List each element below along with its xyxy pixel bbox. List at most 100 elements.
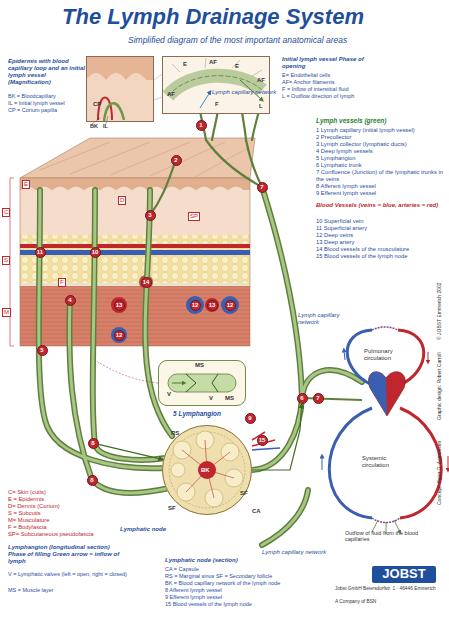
label-text: D= Dermis (Corium) bbox=[8, 503, 128, 510]
callout-circle: 12 bbox=[114, 330, 125, 341]
callout-number: 12 bbox=[192, 302, 199, 308]
label-text: 4 Deep lymph vessels bbox=[316, 148, 444, 155]
magnified-box: CP bbox=[86, 56, 154, 122]
part-letter: AF bbox=[167, 91, 175, 97]
label-text: Outflow of fluid from the blood capillar… bbox=[345, 530, 423, 543]
label-text: 8 Afferent lymph vessel bbox=[165, 587, 315, 593]
callout-number: 8 bbox=[90, 477, 93, 483]
label-text: V = Lymphatic valves (left = open, right… bbox=[8, 571, 153, 577]
callout-circle: 5 bbox=[37, 345, 48, 356]
label-text: BK = Blood capillary network of the lymp… bbox=[165, 580, 315, 586]
label-text: 5 Lymphangion bbox=[316, 155, 444, 162]
callout-circle: 12 bbox=[190, 300, 201, 311]
label-text: 8 Afferent lymph vessel bbox=[316, 183, 444, 190]
callout-number: 7 bbox=[260, 184, 263, 190]
label-text: L = Outflow direction of lymph bbox=[282, 93, 382, 99]
label-text: Lymph capillary network bbox=[298, 312, 346, 326]
lymph-flow-arrow bbox=[98, 444, 163, 459]
layer-tag: D bbox=[118, 196, 126, 205]
label-text: M= Musculature bbox=[8, 517, 128, 524]
part-letter: AF bbox=[209, 59, 217, 65]
label-text: 9 Efferent lymph vessel bbox=[316, 190, 444, 197]
diagram-title: The Lymph Drainage System bbox=[62, 4, 364, 30]
part-letter: E bbox=[183, 61, 187, 67]
inset-box: MSVVMS5 Lymphangion bbox=[158, 360, 246, 406]
label-text: A Company of BSN bbox=[335, 599, 445, 605]
label-text: CP = Corium papilla bbox=[8, 107, 88, 113]
logo: JOBST bbox=[372, 566, 436, 583]
label-text: Lymphangion (longitudinal section) Phase… bbox=[8, 544, 120, 565]
callout-number: 5 bbox=[40, 347, 43, 353]
callout-circle: 9 bbox=[245, 413, 256, 424]
part-letter: MS bbox=[225, 395, 234, 401]
callout-number: 14 bbox=[143, 279, 150, 285]
callout-number: 6 bbox=[300, 395, 303, 401]
part-letter: CP bbox=[93, 101, 101, 107]
label-text: RS bbox=[171, 430, 179, 437]
layer-tag: S bbox=[2, 256, 10, 265]
label-text: 15 Blood vessels of the lymph node bbox=[165, 601, 315, 607]
label-text: 15 Blood vessels of the lymph node bbox=[316, 253, 444, 260]
callout-number: 15 bbox=[259, 437, 266, 443]
part-letter: AF bbox=[257, 77, 265, 83]
callout-number: 11 bbox=[37, 249, 43, 255]
label-text: SF bbox=[240, 490, 248, 497]
callout-circle: 7 bbox=[313, 393, 324, 404]
label-text: 6 Lymphatic trunk bbox=[316, 162, 444, 169]
callout-number: 9 bbox=[248, 415, 251, 421]
credit-text: © JOBST Emmerich 2002 bbox=[437, 283, 443, 341]
label-text: AF= Anchor filaments bbox=[282, 79, 382, 85]
label-text: Lymphatic node (section) bbox=[165, 557, 275, 564]
label-text: Lymph capillary network bbox=[212, 89, 276, 96]
callout-circle: 10 bbox=[90, 247, 101, 258]
label-text: 1 Lymph capillary (initial lymph vessel) bbox=[316, 127, 444, 134]
callout-number: 12 bbox=[227, 302, 234, 308]
callout-circle: 2 bbox=[171, 155, 182, 166]
label-text: E = Epidermis bbox=[8, 496, 128, 503]
callout-circle: 6 bbox=[297, 393, 308, 404]
label-text: S = Subcutis bbox=[8, 510, 128, 517]
label-text: Initial lymph vessel Phase of opening bbox=[282, 56, 372, 70]
label-text: 7 Confluence (Junction) of the lymphatic… bbox=[316, 169, 444, 182]
layer-tag: M bbox=[2, 308, 11, 317]
part-letter: 5 Lymphangion bbox=[173, 411, 221, 418]
label-text: 13 Deep artery bbox=[316, 239, 444, 246]
part-letter: MS bbox=[195, 362, 204, 368]
label-text: IL bbox=[103, 123, 108, 129]
callout-number: 2 bbox=[174, 157, 177, 163]
callout-circle: 15 bbox=[257, 435, 268, 446]
label-text: RS = Marginal sinus SF = Secondary folli… bbox=[165, 573, 315, 579]
lymph-node-circle: BK bbox=[162, 425, 252, 515]
label-text: C= Skin (cutis) bbox=[8, 489, 128, 496]
callout-circle: 14 bbox=[141, 277, 152, 288]
lymph-flow-arrow bbox=[252, 404, 302, 471]
part-letter: E bbox=[235, 63, 239, 69]
callout-circle: 11 bbox=[35, 247, 46, 258]
label-text: Epidermis with blood capillary loop and … bbox=[8, 58, 88, 86]
label-text: IL = Initial lymph vessel bbox=[8, 100, 88, 106]
label-text: BK = Bloodcapillary bbox=[8, 93, 88, 99]
part-letter: V bbox=[167, 391, 171, 397]
label-text: CA bbox=[252, 508, 261, 515]
label-text: 9 Efferent lymph vessel bbox=[165, 594, 315, 600]
callout-circle: 1 bbox=[196, 120, 207, 131]
callout-number: 1 bbox=[199, 122, 202, 128]
part-letter: F bbox=[215, 101, 219, 107]
label-text: F = Inflow of interstitial fluid bbox=[282, 86, 382, 92]
label-text: Pulmonary circulation bbox=[364, 348, 406, 362]
layer-tag: SP bbox=[188, 212, 200, 221]
label-text: 10 Superficial vein bbox=[316, 218, 444, 225]
callout-number: 13 bbox=[116, 302, 123, 308]
label-text: BK bbox=[90, 123, 98, 129]
label-text: 2 Precollector bbox=[316, 134, 444, 141]
layer-tag: F bbox=[58, 278, 66, 287]
label-text: Blood Vessels (veins = blue, arteries = … bbox=[316, 202, 444, 209]
callout-number: 12 bbox=[116, 332, 123, 338]
label-text: F = Bodyfascia bbox=[8, 524, 128, 531]
label-text: MS = Muscle layer bbox=[8, 587, 128, 593]
magnified-box: EAFAFEAFFL bbox=[162, 56, 270, 114]
part-letter: V bbox=[209, 395, 213, 401]
callout-circle: 3 bbox=[145, 210, 156, 221]
